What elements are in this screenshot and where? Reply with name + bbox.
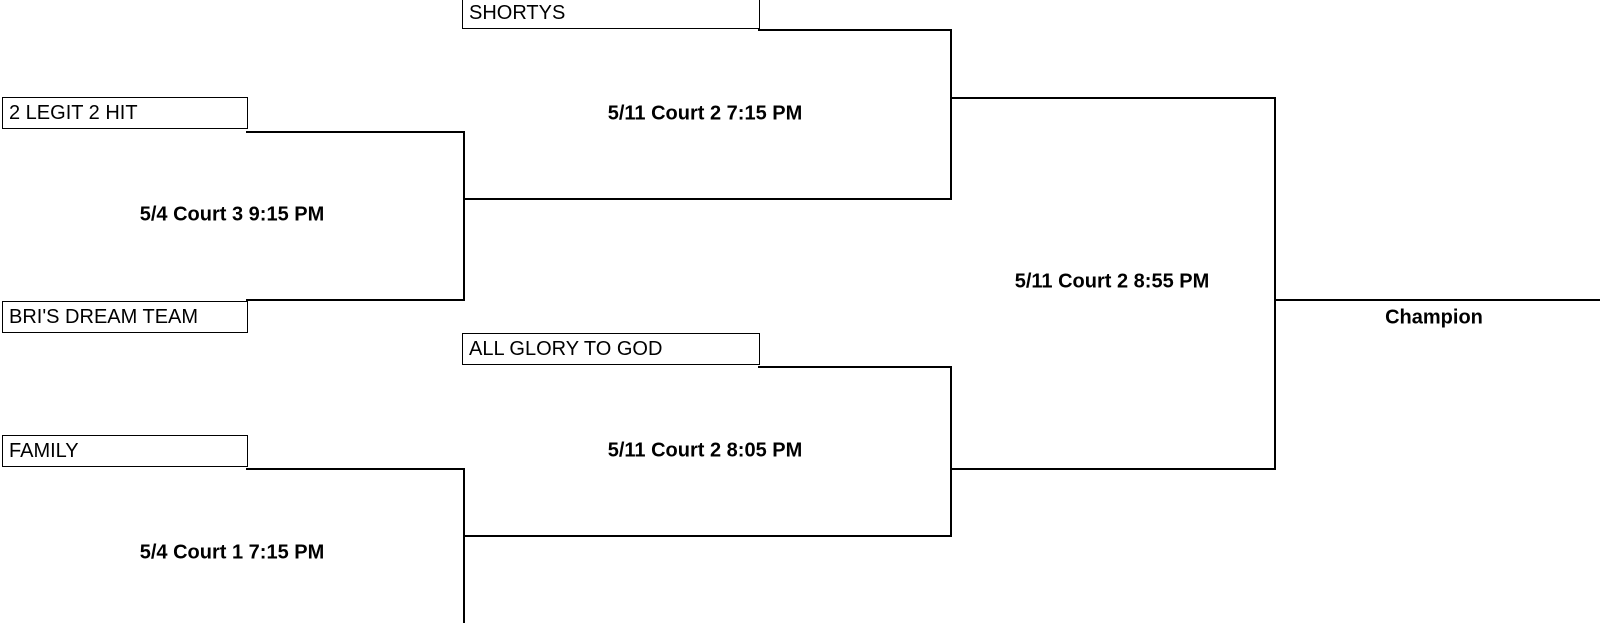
champion-label: Champion bbox=[1385, 306, 1483, 329]
game-info-final: 5/11 Court 2 8:55 PM bbox=[1014, 270, 1210, 293]
game-info-round1-match2: 5/4 Court 1 7:15 PM bbox=[139, 541, 325, 564]
team-slot-2-legit-2-hit[interactable]: 2 LEGIT 2 HIT bbox=[2, 97, 248, 129]
bracket-line bbox=[463, 198, 952, 200]
team-slot-all-glory-to-god[interactable]: ALL GLORY TO GOD bbox=[462, 333, 760, 365]
bracket-line bbox=[950, 97, 1275, 99]
team-slot-family[interactable]: FAMILY bbox=[2, 435, 248, 467]
bracket-line bbox=[950, 366, 952, 536]
team-slot-bris-dream-team[interactable]: BRI'S DREAM TEAM bbox=[2, 301, 248, 333]
game-info-round1-match1: 5/4 Court 3 9:15 PM bbox=[139, 203, 325, 226]
bracket-line bbox=[246, 131, 464, 133]
team-slot-shortys[interactable]: SHORTYS bbox=[462, 0, 760, 29]
bracket-line bbox=[1274, 97, 1276, 470]
bracket-line bbox=[463, 535, 952, 537]
game-info-round2-match1: 5/11 Court 2 7:15 PM bbox=[607, 102, 803, 125]
bracket-line bbox=[950, 29, 952, 199]
bracket-line bbox=[246, 468, 464, 470]
bracket-line bbox=[758, 29, 951, 31]
game-info-round2-match2: 5/11 Court 2 8:05 PM bbox=[607, 439, 803, 462]
bracket-line bbox=[463, 468, 465, 623]
bracket-line bbox=[950, 468, 1275, 470]
bracket-line bbox=[246, 299, 464, 301]
bracket-line bbox=[758, 366, 951, 368]
bracket-line bbox=[463, 131, 465, 301]
champion-line bbox=[1274, 299, 1600, 301]
